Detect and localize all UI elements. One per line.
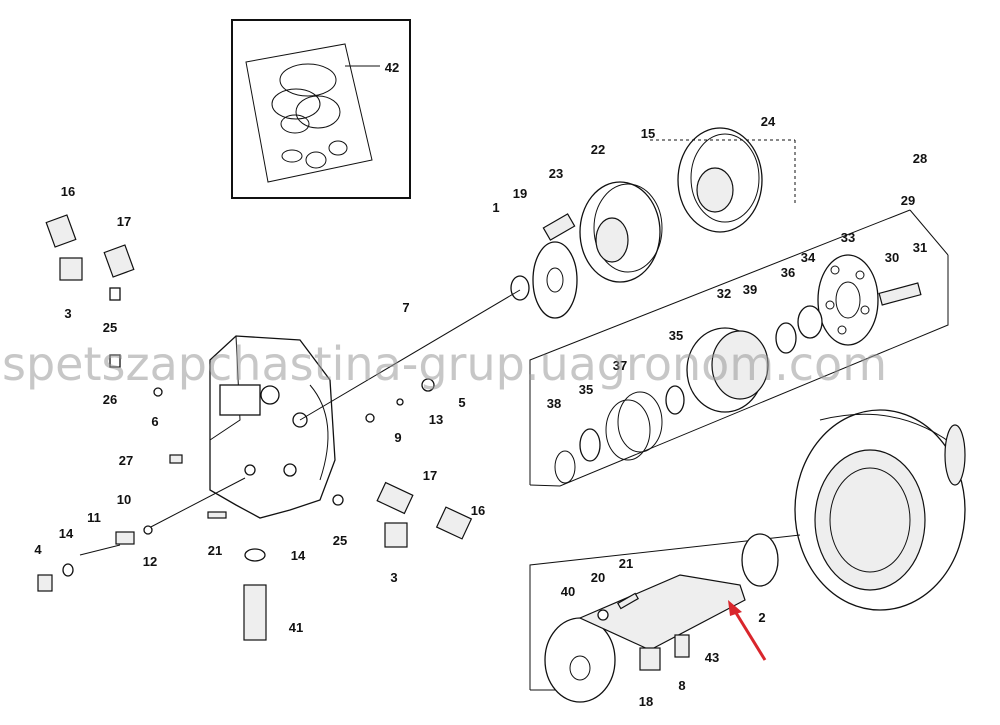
callout-8: 8 [678, 678, 685, 693]
callout-30: 30 [885, 250, 899, 265]
callout-14: 14 [291, 548, 306, 563]
callout-25: 25 [103, 320, 117, 335]
callout-31: 31 [913, 240, 927, 255]
callout-21: 21 [619, 556, 633, 571]
seal-kit-box [231, 19, 411, 199]
callout-29: 29 [901, 193, 915, 208]
callout-7: 7 [402, 300, 409, 315]
callout-10: 10 [117, 492, 131, 507]
callout-17: 17 [117, 214, 131, 229]
left-small-parts [37, 214, 473, 641]
callout-14: 14 [59, 526, 74, 541]
watermark: spetszapchastina-grup.uagronom.com [2, 337, 887, 391]
callout-21: 21 [208, 543, 222, 558]
callout-39: 39 [743, 282, 757, 297]
callout-32: 32 [717, 286, 731, 301]
callout-24: 24 [761, 114, 776, 129]
callout-25: 25 [333, 533, 347, 548]
red-arrow [728, 600, 767, 661]
callout-17: 17 [423, 468, 437, 483]
callout-3: 3 [390, 570, 397, 585]
callout-19: 19 [513, 186, 527, 201]
callout-6: 6 [151, 414, 158, 429]
callout-27: 27 [119, 453, 133, 468]
callout-28: 28 [913, 151, 927, 166]
callout-38: 38 [547, 396, 561, 411]
callout-23: 23 [549, 166, 563, 181]
callout-12: 12 [143, 554, 157, 569]
callout-16: 16 [61, 184, 75, 199]
callout-labels: 4224152223191161732526627101114412214151… [34, 60, 927, 709]
callout-42: 42 [385, 60, 399, 75]
middle-assembly [529, 209, 949, 487]
callout-43: 43 [705, 650, 719, 665]
callout-3: 3 [64, 306, 71, 321]
callout-2: 2 [758, 610, 765, 625]
callout-1: 1 [492, 200, 499, 215]
callout-20: 20 [591, 570, 605, 585]
callout-36: 36 [781, 265, 795, 280]
top-assembly [510, 127, 796, 319]
callout-35: 35 [579, 382, 593, 397]
center-axis-line [299, 289, 521, 421]
callout-13: 13 [429, 412, 443, 427]
bottom-assembly [529, 533, 801, 703]
callout-37: 37 [613, 358, 627, 373]
callout-34: 34 [801, 250, 816, 265]
callout-41: 41 [289, 620, 303, 635]
motor-housing [209, 335, 336, 519]
callout-11: 11 [87, 510, 101, 525]
final-drive-housing [794, 409, 966, 611]
callout-18: 18 [639, 694, 653, 709]
callout-26: 26 [103, 392, 117, 407]
callout-9: 9 [394, 430, 401, 445]
callout-33: 33 [841, 230, 855, 245]
callout-4: 4 [34, 542, 42, 557]
callout-22: 22 [591, 142, 605, 157]
callout-5: 5 [458, 395, 465, 410]
callout-40: 40 [561, 584, 575, 599]
callout-35: 35 [669, 328, 683, 343]
callout-16: 16 [471, 503, 485, 518]
callout-15: 15 [641, 126, 655, 141]
